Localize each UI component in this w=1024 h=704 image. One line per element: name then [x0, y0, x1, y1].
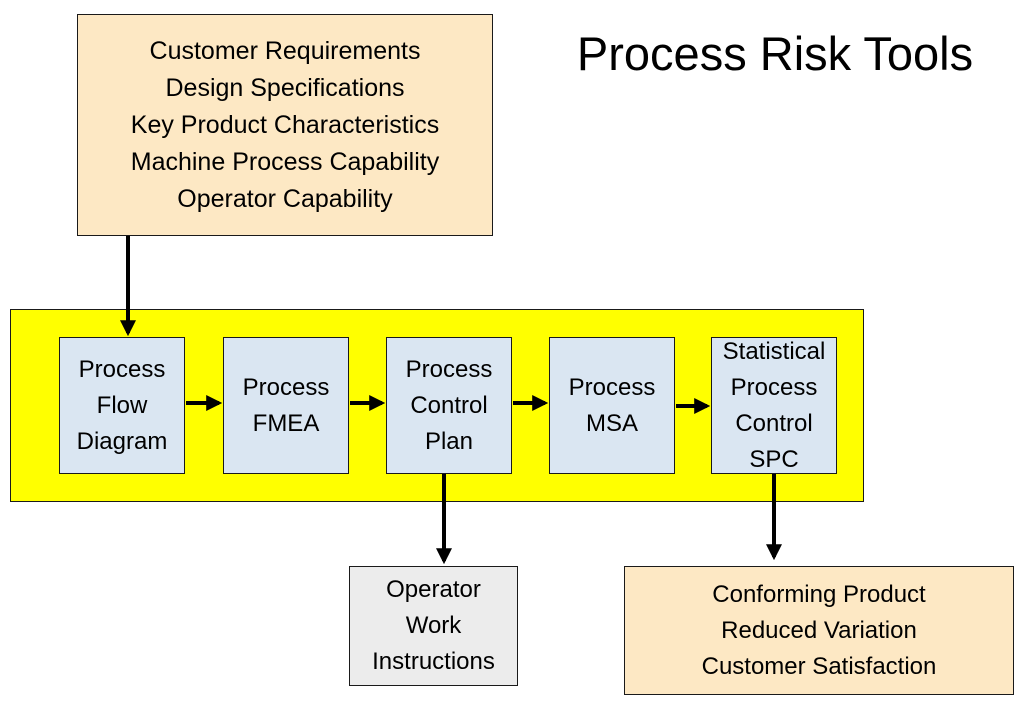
- step-5-line-3: Control: [735, 409, 813, 437]
- step-3-line-3: Plan: [424, 427, 474, 455]
- operator-line-1: Operator: [386, 576, 481, 603]
- step-1-line-2: Flow: [96, 391, 148, 419]
- outputs-line-1: Conforming Product: [712, 580, 926, 608]
- outputs-line-2: Reduced Variation: [721, 616, 917, 644]
- operator-line-3: Instructions: [372, 648, 495, 675]
- step-1-line-1: Process: [78, 355, 166, 383]
- outputs-line-3: Customer Satisfaction: [701, 652, 937, 680]
- step-4-line-1: Process: [568, 373, 656, 401]
- step-process-flow-diagram: Process Flow Diagram: [59, 337, 185, 474]
- inputs-line-2: Design Specifications: [165, 73, 405, 102]
- outputs-box: Conforming Product Reduced Variation Cus…: [624, 566, 1014, 695]
- inputs-line-3: Key Product Characteristics: [130, 110, 440, 139]
- step-4-line-2: MSA: [585, 409, 638, 437]
- step-5-line-4: SPC: [749, 445, 799, 473]
- operator-line-2: Work: [405, 612, 462, 639]
- step-5-line-2: Process: [730, 373, 818, 401]
- page-title: Process Risk Tools: [576, 27, 974, 80]
- step-5-line-1: Statistical: [722, 337, 826, 365]
- step-3-line-2: Control: [410, 391, 488, 419]
- operator-work-instructions-box: Operator Work Instructions: [349, 566, 518, 686]
- step-process-fmea: Process FMEA: [223, 337, 349, 474]
- step-process-control-plan: Process Control Plan: [386, 337, 512, 474]
- step-statistical-process-control: Statistical Process Control SPC: [711, 337, 837, 474]
- step-2-line-1: Process: [242, 373, 330, 401]
- step-3-line-1: Process: [405, 355, 493, 383]
- inputs-line-5: Operator Capability: [177, 184, 393, 213]
- step-process-msa: Process MSA: [549, 337, 675, 474]
- inputs-line-1: Customer Requirements: [149, 36, 421, 65]
- step-1-line-3: Diagram: [76, 427, 168, 455]
- step-2-line-2: FMEA: [252, 409, 320, 437]
- inputs-box: Customer Requirements Design Specificati…: [77, 14, 493, 236]
- inputs-line-4: Machine Process Capability: [130, 147, 440, 176]
